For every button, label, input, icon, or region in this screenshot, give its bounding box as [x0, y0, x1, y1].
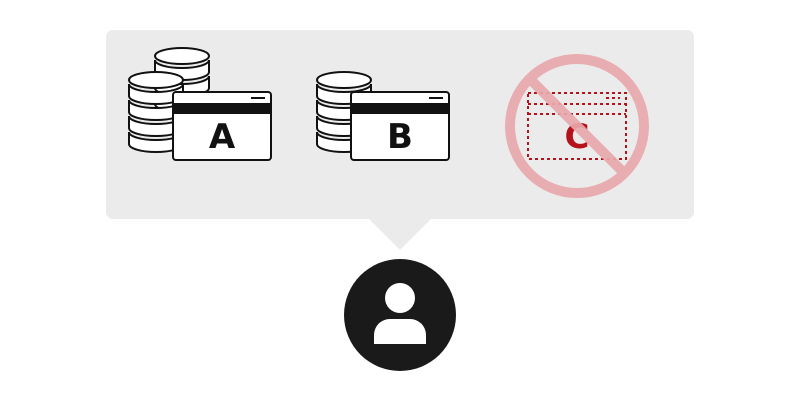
- avatar-badge: [344, 259, 456, 371]
- option-b: B: [316, 71, 450, 161]
- option-a: A: [128, 47, 272, 161]
- prohibited-icon: [505, 54, 649, 198]
- dotted-card-icon: [527, 92, 627, 160]
- coin-stack-with-card-icon: [128, 47, 272, 161]
- user-icon: [374, 283, 426, 344]
- option-b-label: B: [387, 117, 413, 157]
- coin-stack-front: [128, 71, 184, 153]
- small-coin-stack-with-card-icon: [316, 71, 450, 161]
- avatar: [344, 259, 456, 371]
- bank-card: [350, 91, 450, 161]
- bank-card: [172, 91, 272, 161]
- speech-bubble-pointer: [368, 218, 432, 250]
- option-a-label: A: [209, 117, 236, 157]
- coin-stack: [316, 71, 372, 153]
- option-c: C: [505, 54, 649, 198]
